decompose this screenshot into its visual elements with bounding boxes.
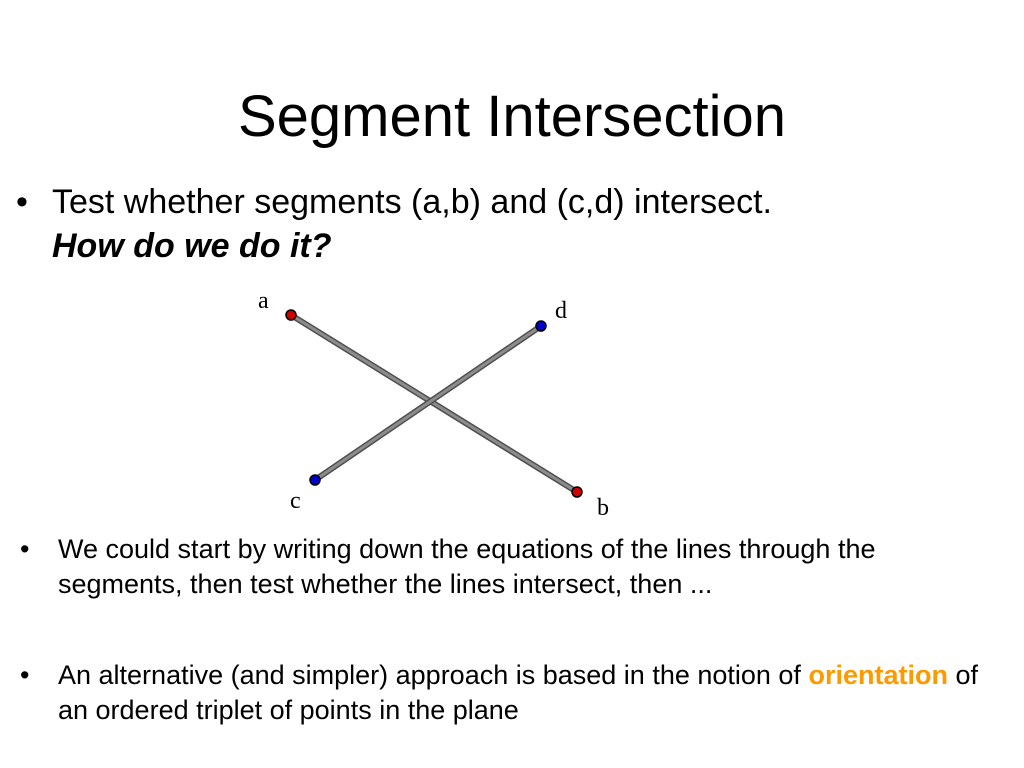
bullet-marker: •: [20, 660, 30, 690]
bullet-marker: •: [20, 534, 30, 564]
bullet-1: • Test whether segments (a,b) and (c,d) …: [16, 180, 772, 268]
segment-ab: [288, 312, 580, 495]
point-d: [535, 320, 547, 332]
point-a: [285, 309, 297, 321]
bullet-2: • We could start by writing down the equ…: [20, 532, 980, 602]
bullet-1-question: How do we do it?: [52, 227, 332, 265]
segment-cd: [312, 323, 544, 483]
point-c: [309, 474, 321, 486]
bullet-3-content: An alternative (and simpler) approach is…: [58, 658, 980, 728]
point-b: [571, 486, 583, 498]
label-c: c: [290, 488, 301, 514]
bullet-2-text: We could start by writing down the equat…: [58, 534, 876, 599]
bullet-3-text-post: of an ordered triplet of points in the p…: [58, 660, 978, 725]
bullet-3-text-pre: An alternative (and simpler) approach is…: [58, 660, 801, 690]
label-b: b: [597, 495, 609, 521]
orientation-highlight: orientation: [808, 660, 948, 690]
label-a: a: [258, 288, 269, 314]
slide-title: Segment Intersection: [237, 84, 787, 149]
bullet-1-text: Test whether segments (a,b) and (c,d) in…: [52, 183, 772, 221]
bullet-3: • An alternative (and simpler) approach …: [20, 658, 980, 728]
bullet-marker: •: [16, 183, 28, 221]
label-d: d: [555, 298, 567, 324]
segment-diagram: a d c b: [258, 288, 609, 521]
bullet-1-content: Test whether segments (a,b) and (c,d) in…: [52, 180, 772, 268]
